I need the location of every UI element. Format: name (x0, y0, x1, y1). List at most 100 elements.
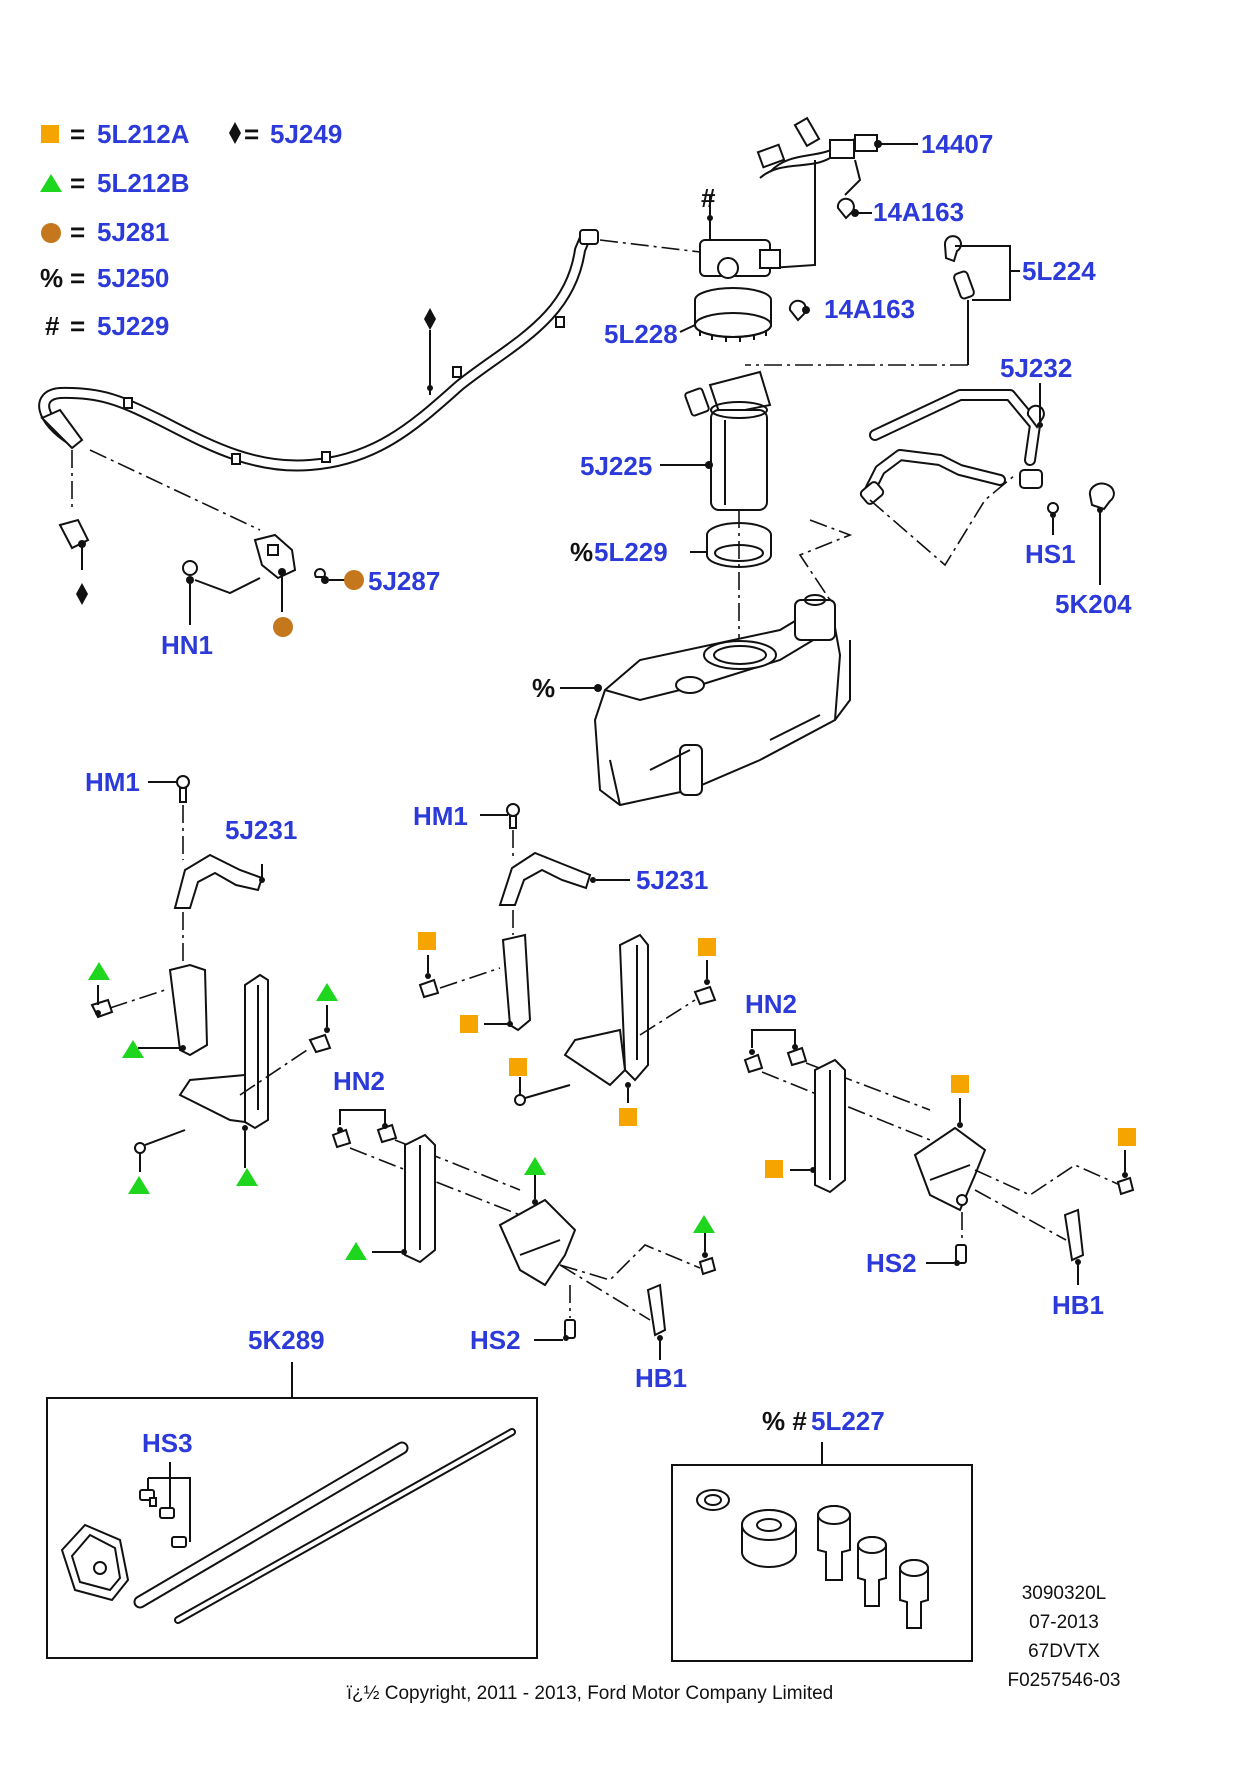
bolt-HM1-center (480, 803, 520, 829)
diamond-icon (229, 122, 241, 144)
rods-5K289 (133, 1428, 516, 1624)
nut-center (418, 955, 440, 999)
label-HS2-right: HS2 (866, 1248, 917, 1278)
legend-circle-code: 5J281 (97, 217, 169, 247)
nut-right-left-group (308, 1005, 332, 1054)
label-HM1-center: HM1 (413, 801, 468, 831)
label-HM1-left: HM1 (85, 767, 140, 797)
circle-icon (273, 617, 293, 637)
square-icon (418, 932, 436, 950)
bracket-right (790, 1058, 846, 1194)
triangle-icon (316, 983, 338, 1001)
screws-HS3 (139, 1462, 191, 1548)
fuel-sender-5J225 (660, 370, 772, 511)
connector-5L224 (943, 235, 1020, 365)
label-5L229-prefix: % (570, 537, 593, 567)
clip-left-end (58, 518, 90, 570)
bracket-lower-left (372, 1133, 436, 1264)
seal-5L229 (690, 522, 772, 568)
triangle-icon (236, 1168, 258, 1186)
square-icon (951, 1075, 969, 1093)
label-HN2-right: HN2 (745, 989, 797, 1019)
footer-ref-4: F0257546-03 (1007, 1670, 1120, 1691)
label-5L224: 5L224 (1022, 256, 1096, 286)
label-5J231-center: 5J231 (636, 865, 708, 895)
nuts-HN2-left (331, 1109, 398, 1149)
triangle-icon (345, 1242, 367, 1260)
tank-percent-mark: % (532, 673, 555, 703)
legend-square-code: 5L212A (97, 119, 190, 149)
bolt-lower-left-right (698, 1225, 717, 1276)
bolt-left-lower (134, 1129, 186, 1172)
legend-percent-code: 5J250 (97, 263, 169, 293)
footer-copyright: ï¿½ Copyright, 2011 - 2013, Ford Motor C… (347, 1683, 834, 1704)
label-5J287: 5J287 (368, 566, 440, 596)
bracket-left-lower (178, 973, 269, 1168)
square-icon (619, 1108, 637, 1126)
cap-5K204 (1088, 482, 1115, 585)
triangle-icon (122, 1040, 144, 1058)
clip-14A163-lower (788, 299, 810, 322)
label-HN1: HN1 (161, 630, 213, 660)
square-icon (765, 1160, 783, 1178)
label-5J225: 5J225 (580, 451, 652, 481)
clip-HS1 (1047, 502, 1059, 535)
legend-eq: = (70, 311, 85, 341)
clip-HB1-right (974, 1189, 1085, 1285)
plate-right (913, 1098, 987, 1212)
label-5L227-prefix: % # (762, 1406, 807, 1436)
bracket-center-lower (563, 933, 649, 1103)
quick-connector-5J287 (253, 533, 345, 612)
plate-lower-left (498, 1172, 577, 1287)
nuts-HN2-right (743, 1029, 808, 1074)
label-5J231-left: 5J231 (225, 815, 297, 845)
nut-right-center-group (693, 960, 717, 1006)
bolt-center-lower (514, 1077, 571, 1106)
retaining-ring-5L228 (679, 287, 772, 342)
square-icon (460, 1015, 478, 1033)
legend-hash-symbol: # (45, 311, 60, 341)
triangle-icon (693, 1215, 715, 1233)
triangle-icon (88, 962, 110, 980)
legend-eq: = (70, 119, 85, 149)
label-5K204: 5K204 (1055, 589, 1132, 619)
footer-ref-3: 67DVTX (1028, 1641, 1100, 1662)
bracket-center-upper (484, 933, 532, 1032)
triangle-icon (40, 174, 62, 192)
label-5L229: 5L229 (594, 537, 668, 567)
label-5K289: 5K289 (248, 1325, 325, 1355)
legend-eq: = (70, 168, 85, 198)
legend: = 5L212A = 5J249 = 5L212B = 5J281 % = 5J… (40, 119, 342, 341)
legend-eq: = (244, 119, 259, 149)
nut-left (90, 985, 114, 1019)
label-14A163-upper: 14A163 (873, 197, 964, 227)
bracket-left-upper (138, 963, 209, 1057)
diamond-icon (76, 583, 88, 605)
footer-ref-1: 3090320L (1022, 1583, 1107, 1604)
wiring-harness-14407 (756, 116, 918, 196)
label-14407: 14407 (921, 129, 993, 159)
fuel-pipe-5J232 (859, 389, 1045, 505)
hash-mark: # (701, 183, 716, 213)
bolt-right-far (1116, 1150, 1135, 1196)
diamond-icon (424, 308, 436, 330)
legend-eq: = (70, 263, 85, 293)
label-HS3: HS3 (142, 1428, 193, 1458)
clip-HB1-left (559, 1264, 667, 1360)
triangle-icon (524, 1157, 546, 1175)
fuel-filter-head (699, 160, 816, 279)
footer-ref-2: 07-2013 (1029, 1612, 1099, 1633)
label-14A163-lower: 14A163 (824, 294, 915, 324)
label-HS1: HS1 (1025, 539, 1076, 569)
legend-triangle-code: 5L212B (97, 168, 190, 198)
strap-5J231-left (173, 853, 265, 909)
screw-HS2-left (534, 1285, 576, 1341)
label-HS2-left: HS2 (470, 1325, 521, 1355)
push-pin-HN1 (182, 560, 261, 625)
triangle-icon (128, 1176, 150, 1194)
label-5L227: 5L227 (811, 1406, 885, 1436)
label-HB1-left: HB1 (635, 1363, 687, 1393)
fuel-line-5J249 (38, 229, 599, 472)
kit-5K289-box (46, 1397, 538, 1659)
